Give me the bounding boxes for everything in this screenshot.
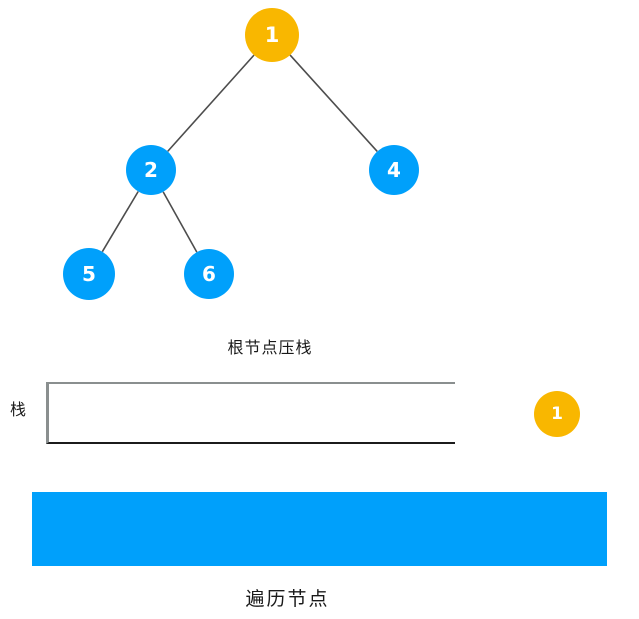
tree-node-5[interactable]: 5 bbox=[63, 248, 115, 300]
traversal-progress-bar[interactable] bbox=[32, 492, 607, 566]
tree-edge bbox=[289, 54, 378, 152]
tree-edge bbox=[101, 191, 139, 253]
current-node-chip[interactable]: 1 bbox=[534, 391, 580, 437]
stack-container[interactable] bbox=[46, 382, 455, 444]
stack-contents bbox=[49, 384, 455, 442]
tree-edge bbox=[167, 54, 255, 152]
push-root-caption: 根节点压栈 bbox=[227, 338, 313, 357]
tree-node-2[interactable]: 2 bbox=[126, 145, 176, 195]
traversal-caption: 遍历节点 bbox=[245, 588, 330, 610]
tree-edges-layer bbox=[101, 54, 378, 253]
tree-edge bbox=[162, 191, 198, 253]
tree-node-1[interactable]: 1 bbox=[245, 8, 299, 62]
tree-node-6[interactable]: 6 bbox=[184, 249, 234, 299]
tree-node-4[interactable]: 4 bbox=[369, 145, 419, 195]
stack-label: 栈 bbox=[10, 400, 27, 419]
